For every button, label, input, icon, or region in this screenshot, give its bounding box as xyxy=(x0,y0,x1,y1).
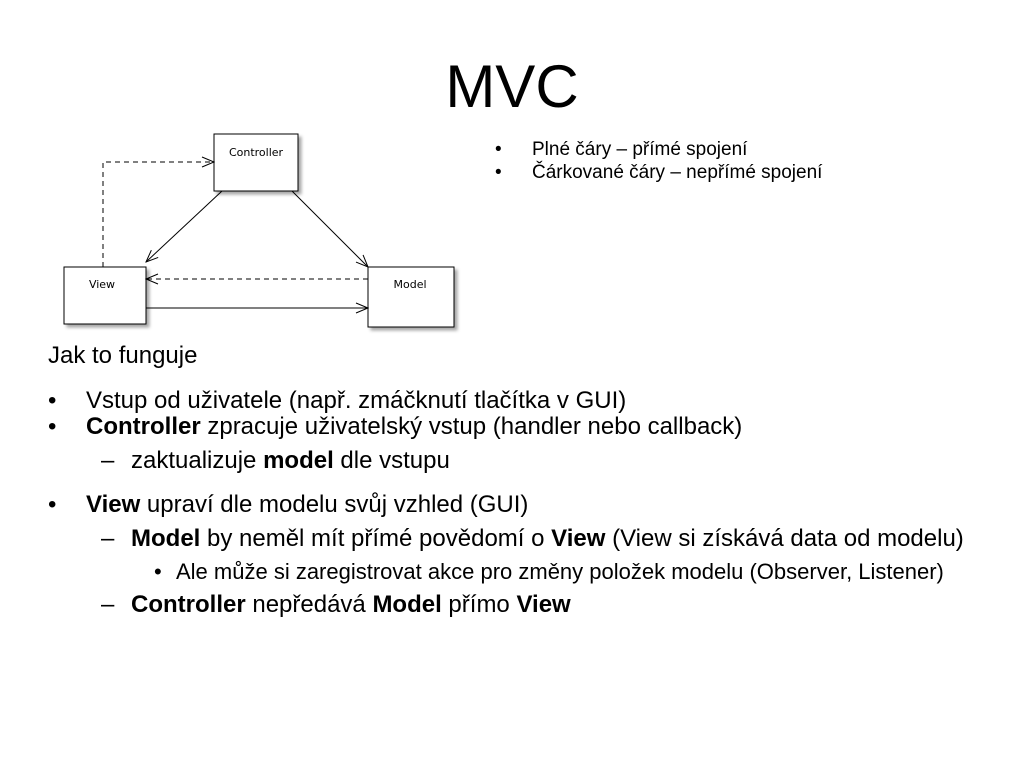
controller-box xyxy=(213,133,299,192)
bold-term: View xyxy=(86,491,141,518)
line-legend: Plné čáry – přímé spojení Čárkované čáry… xyxy=(495,138,975,184)
subbullet-model-awareness: Model by neměl mít přímé povědomí o View… xyxy=(48,525,978,553)
bullet-text: Vstup od uživatele (např. zmáčknutí tlač… xyxy=(86,387,627,414)
bullet-text: upraví dle modelu svůj vzhled (GUI) xyxy=(140,491,529,518)
bold-term: Model xyxy=(372,591,442,618)
controller-to-view-arrow xyxy=(146,190,223,262)
content-list: Vstup od uživatele (např. zmáčknutí tlač… xyxy=(48,388,978,626)
bullet-text: dle vstupu xyxy=(333,447,450,474)
bullet-controller: Controller zpracuje uživatelský vstup (h… xyxy=(48,413,978,441)
bold-term: model xyxy=(263,447,334,474)
subbullet-update-model: zaktualizuje model dle vstupu xyxy=(48,447,978,475)
bullet-view: View upraví dle modelu svůj vzhled (GUI) xyxy=(48,491,978,519)
bullet-text: zpracuje uživatelský vstup (handler nebo… xyxy=(200,413,743,440)
bullet-text: Ale může si zaregistrovat akce pro změny… xyxy=(176,559,944,584)
subbullet-controller-model-view: Controller nepředává Model přímo View xyxy=(48,591,978,619)
section-heading: Jak to funguje xyxy=(48,342,198,369)
bullet-user-input: Vstup od uživatele (např. zmáčknutí tlač… xyxy=(48,387,978,415)
mvc-diagram: Controller View Model xyxy=(63,133,455,328)
controller-to-model-arrow xyxy=(291,190,368,267)
bold-term: View xyxy=(551,525,606,552)
bold-term: Controller xyxy=(86,413,201,440)
bullet-text: by neměl mít přímé povědomí o xyxy=(200,525,552,552)
controller-label: Controller xyxy=(229,146,284,159)
bullet-text: nepředává xyxy=(245,591,373,618)
bullet-text: (View si získává data od modelu) xyxy=(605,525,964,552)
legend-item-dashed: Čárkované čáry – nepřímé spojení xyxy=(495,161,975,184)
bullet-text: zaktualizuje xyxy=(131,447,264,474)
model-box xyxy=(367,266,455,328)
bullet-text: přímo xyxy=(441,591,517,618)
view-label: View xyxy=(89,278,115,291)
model-label: Model xyxy=(393,278,426,291)
subsubbullet-observer: Ale může si zaregistrovat akce pro změny… xyxy=(48,559,978,585)
bold-term: Model xyxy=(131,525,201,552)
bold-term: View xyxy=(516,591,571,618)
slide-title: MVC xyxy=(445,53,579,120)
view-box xyxy=(63,266,147,325)
legend-item-solid: Plné čáry – přímé spojení xyxy=(495,138,975,161)
bold-term: Controller xyxy=(131,591,246,618)
